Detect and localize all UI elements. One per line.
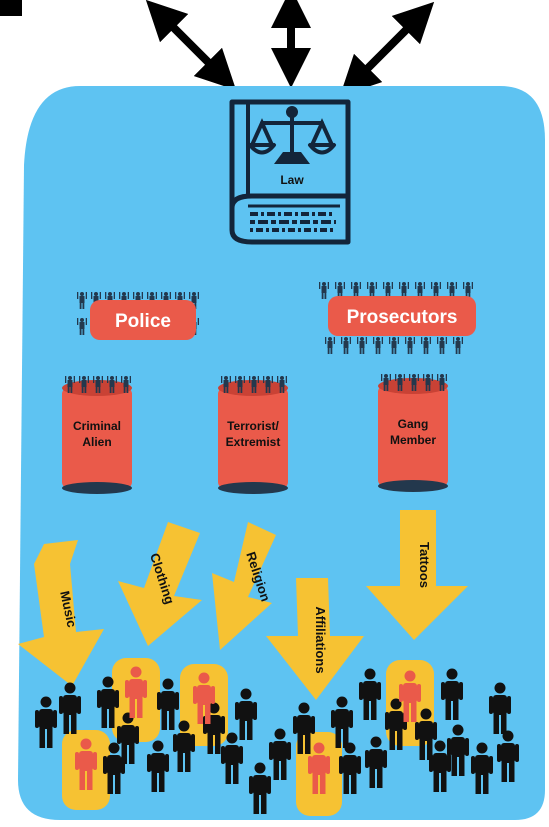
arrow-double-icon-right	[339, 1, 435, 97]
category-gang-line2: Member	[390, 433, 436, 447]
prosecutors-box: Prosecutors	[328, 296, 476, 336]
indicator-tattoos: Tattoos	[366, 510, 468, 640]
indicator-clothing: Clothing	[118, 522, 202, 646]
prosecutors-label: Prosecutors	[347, 307, 458, 328]
category-gang-line1: Gang	[398, 417, 429, 431]
indicator-music-label: Music	[57, 589, 79, 628]
arrow-double-icon-left	[145, 0, 237, 91]
indicator-tattoos-label: Tattoos	[417, 542, 432, 588]
category-gang-member: Gang Member	[378, 374, 448, 492]
category-terrorist-line2: Extremist	[226, 435, 281, 449]
indicator-affiliations-label: Affiliations	[313, 606, 328, 673]
category-terrorist-extremist: Terrorist/ Extremist	[218, 376, 288, 494]
law-label: Law	[280, 173, 304, 187]
police-label: Police	[115, 311, 171, 332]
category-criminal-alien-line1: Criminal	[73, 419, 121, 433]
indicator-affiliations: Affiliations	[266, 578, 364, 700]
law-book-icon: Law	[229, 99, 351, 245]
category-terrorist-line1: Terrorist/	[227, 419, 279, 433]
category-criminal-alien-line2: Alien	[82, 435, 111, 449]
police-box: Police	[90, 300, 196, 340]
category-criminal-alien: Criminal Alien	[62, 376, 132, 494]
indicator-music: Music	[18, 540, 104, 686]
corner-fragment	[0, 0, 22, 16]
scales-icon	[248, 106, 336, 164]
